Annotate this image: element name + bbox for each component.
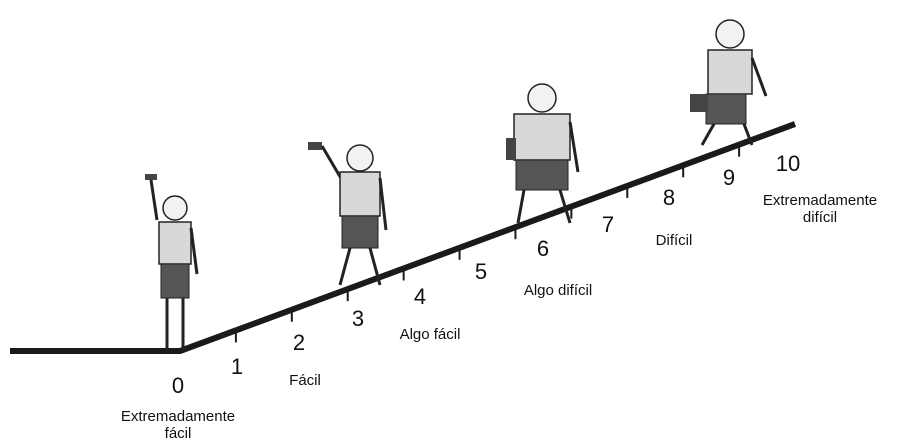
dumbbell-icon bbox=[145, 174, 157, 180]
scale-baseline bbox=[10, 121, 797, 354]
scale-number-2: 2 bbox=[292, 330, 306, 355]
scale-number-10: 10 bbox=[775, 151, 801, 176]
scale-number-1: 1 bbox=[230, 354, 244, 379]
scale-number-4: 4 bbox=[413, 284, 427, 309]
label-easy: Fácil bbox=[289, 372, 321, 389]
scale-number-5: 5 bbox=[474, 259, 488, 284]
scale-number-0: 0 bbox=[171, 373, 185, 398]
scale-number-7: 7 bbox=[601, 212, 615, 237]
label-somewhat-easy: Algo fácil bbox=[399, 326, 461, 343]
scale-number-8: 8 bbox=[662, 185, 676, 210]
scale-number-3: 3 bbox=[351, 306, 365, 331]
person-figure-level-3 bbox=[308, 142, 388, 286]
label-extreme-easy: Extremadamente fácil bbox=[120, 408, 236, 443]
person-figure-level-0 bbox=[145, 174, 199, 350]
person-figure-level-9 bbox=[690, 19, 768, 146]
dumbbell-icon bbox=[506, 138, 516, 160]
label-extreme-hard: Extremadamente difícil bbox=[762, 192, 878, 227]
dumbbell-icon bbox=[690, 94, 708, 112]
label-hard: Difícil bbox=[655, 232, 693, 249]
scale-number-6: 6 bbox=[536, 236, 550, 261]
scale-number-9: 9 bbox=[722, 165, 736, 190]
person-figure-level-6 bbox=[506, 83, 580, 224]
dumbbell-icon bbox=[308, 142, 322, 150]
label-somewhat-hard: Algo difícil bbox=[523, 282, 593, 299]
scale-ticks bbox=[234, 144, 741, 343]
